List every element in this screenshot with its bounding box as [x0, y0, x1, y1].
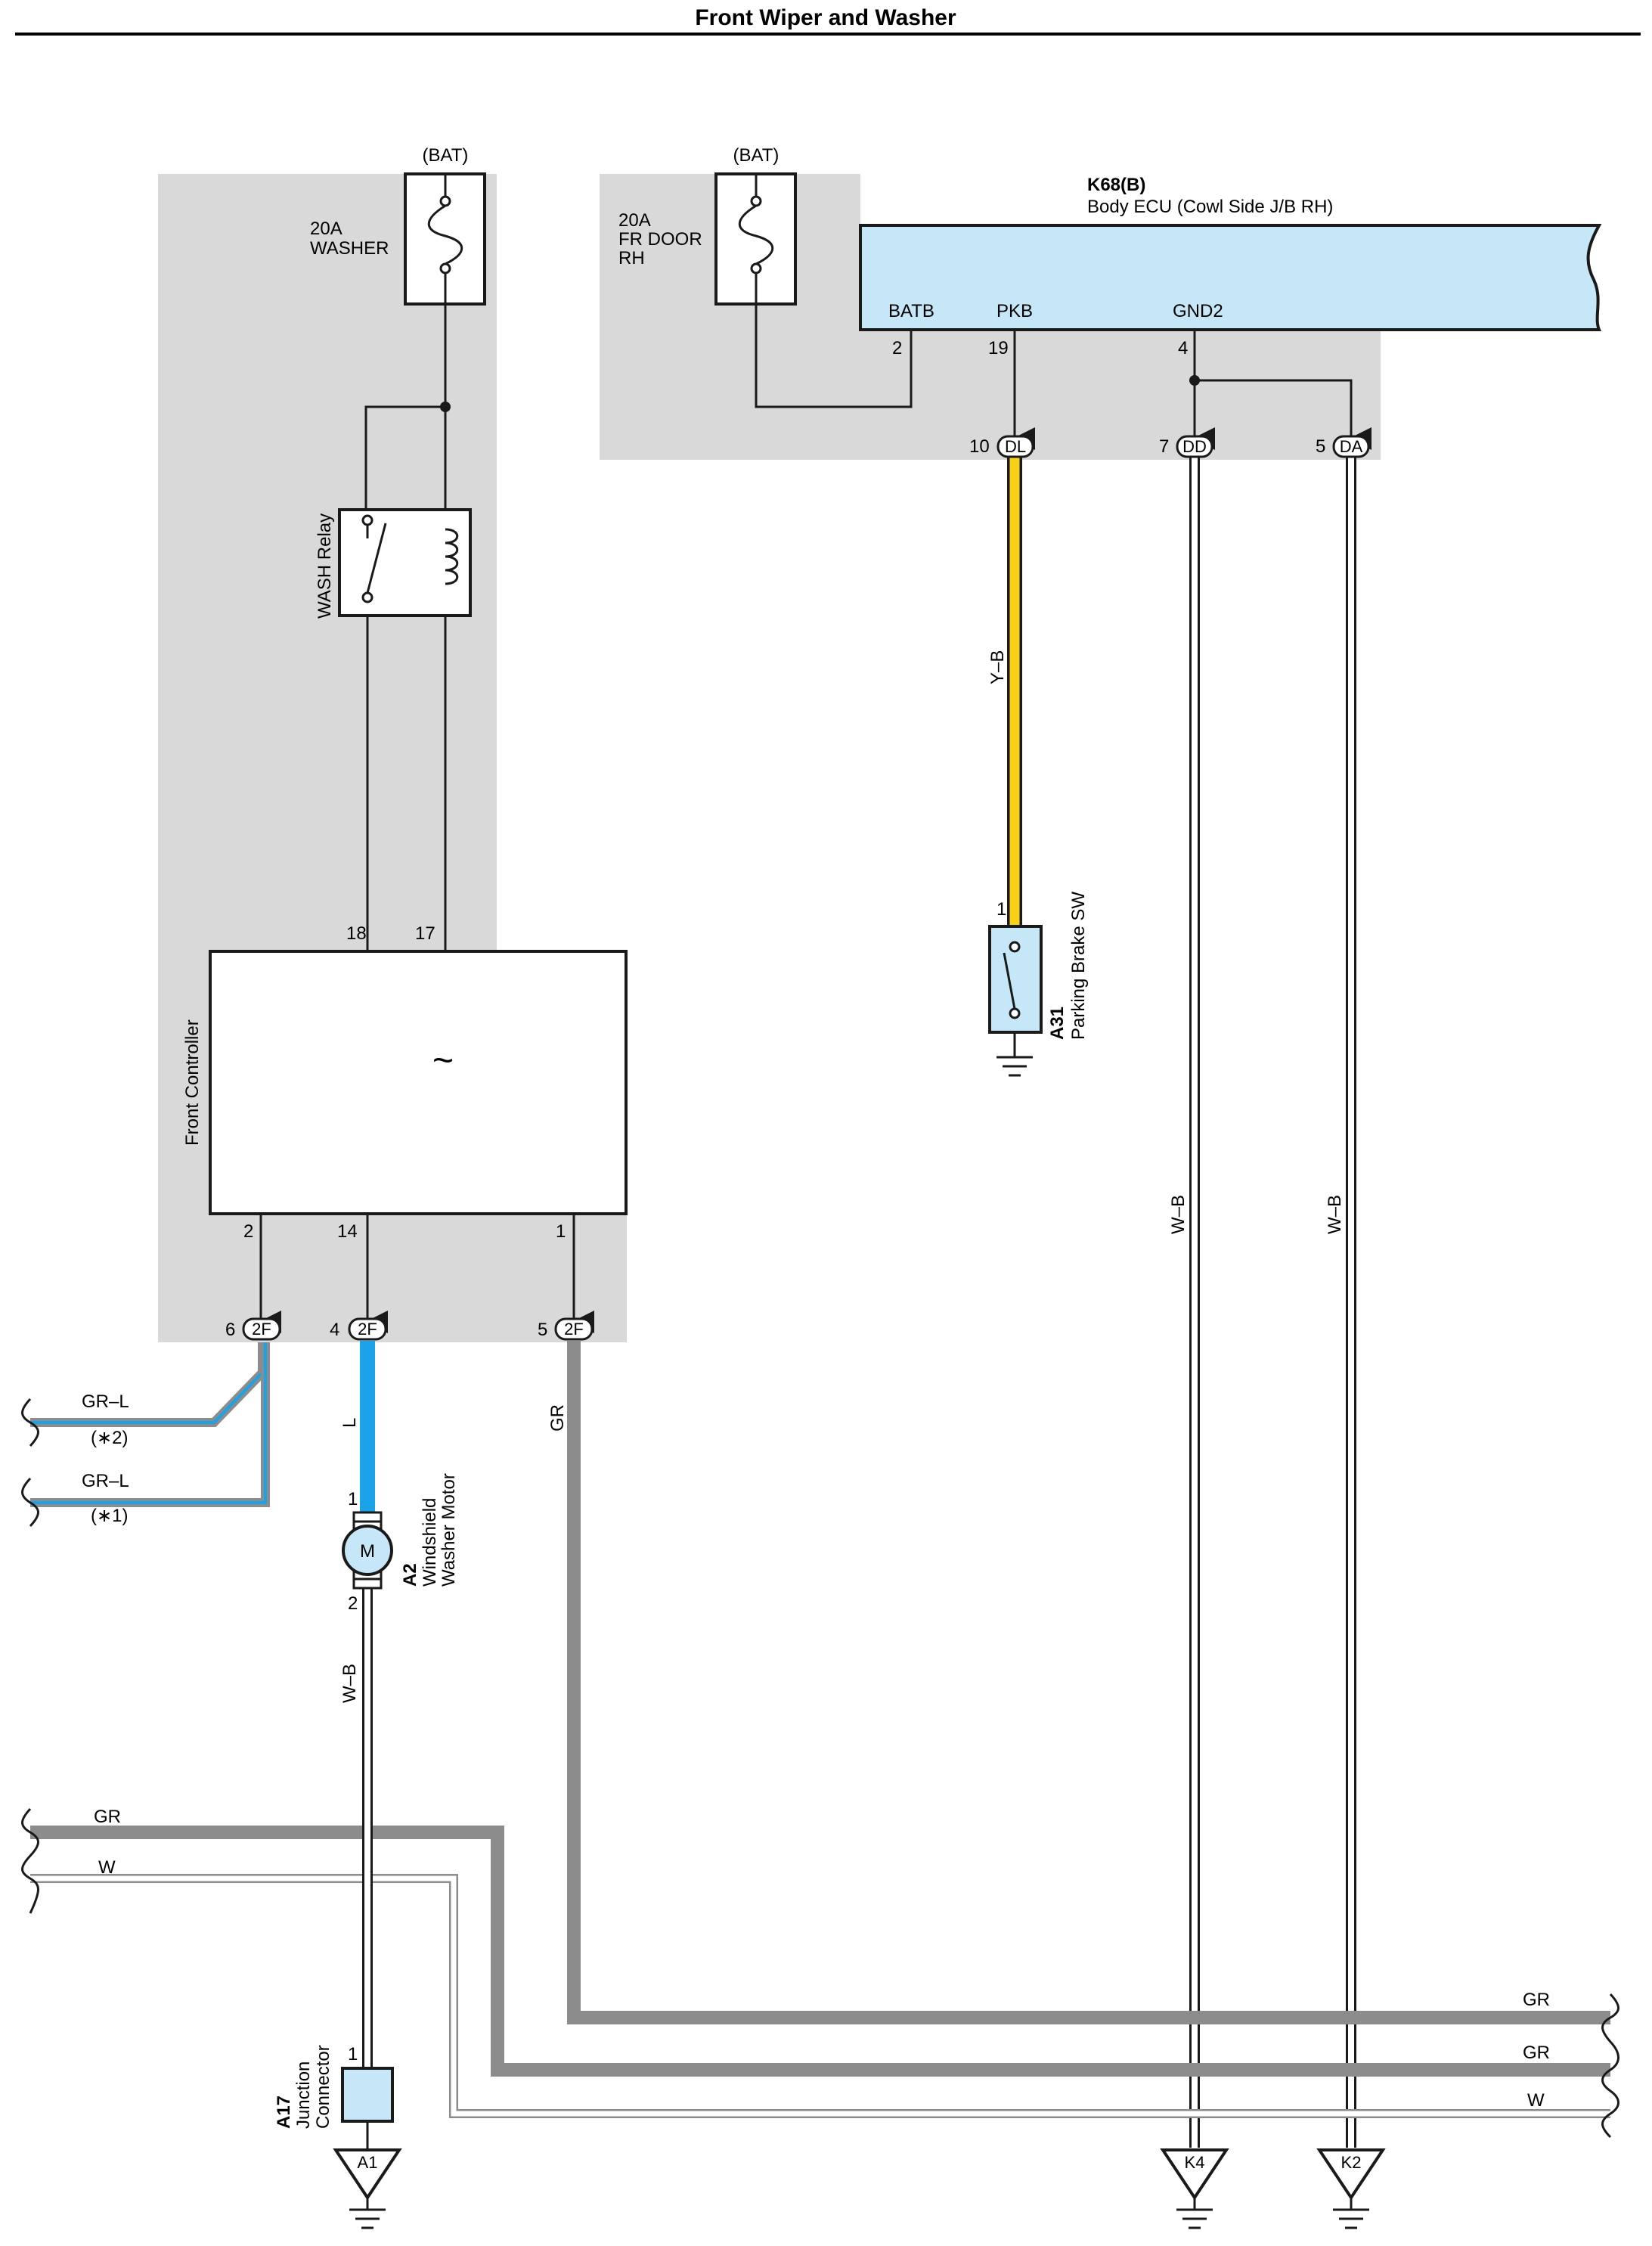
component-id: A17: [274, 2096, 294, 2129]
connector-da: DA: [1332, 435, 1370, 458]
pin-label: 14: [337, 1221, 358, 1242]
connector-pin-label: 5: [1316, 436, 1325, 457]
component-label: Washer Motor: [439, 1473, 459, 1587]
wire-color-label: W–B: [1168, 1195, 1189, 1234]
wire-grl-2: [30, 1342, 267, 1427]
pin-label: 2: [243, 1221, 253, 1242]
wire-color-label: GR: [94, 1807, 121, 1827]
pin-label: 1: [348, 2044, 358, 2065]
wire-color-label: GR–L: [82, 1471, 129, 1491]
body-ecu-id: K68(B): [1087, 175, 1145, 195]
fuse-rating-label: 20A: [310, 219, 342, 239]
fuse-name-label: RH: [618, 248, 645, 268]
connector-pin-label: 6: [225, 1320, 235, 1340]
component-id: A31: [1047, 1007, 1068, 1040]
splice-dot: [1189, 375, 1200, 386]
ground-point-a1: A1: [333, 2148, 402, 2229]
wire-grl-1: [30, 1342, 270, 1507]
connector-pin-label: 7: [1159, 436, 1169, 457]
pin-label: 1: [348, 1489, 358, 1509]
connector-2f-4: 2F: [348, 1317, 387, 1341]
wire-color-label: GR: [547, 1404, 568, 1432]
terminal-label: BATB: [888, 301, 934, 321]
washer-motor: M: [342, 1511, 393, 1590]
ground-symbol: [996, 1056, 1033, 1077]
connector-pin-label: 10: [969, 436, 990, 457]
pin-label: 2: [348, 1593, 358, 1614]
svg-text:A1: A1: [358, 2153, 378, 2172]
wire-color-label: W–B: [1325, 1195, 1345, 1234]
svg-text:M: M: [360, 1541, 375, 1562]
relay-label: WASH Relay: [315, 513, 335, 619]
svg-text:2F: 2F: [564, 1320, 584, 1339]
wire-gr-left: [30, 1826, 1610, 2077]
component-id: A2: [400, 1563, 420, 1587]
component-label: Windshield: [420, 1498, 440, 1587]
fuse-fr-door: [714, 172, 797, 306]
component-label: Connector: [313, 2045, 333, 2129]
component-label: Junction: [293, 2061, 314, 2129]
pin-label: 17: [415, 923, 435, 944]
connector-dd: DD: [1176, 435, 1213, 458]
wire-color-label: W: [98, 1857, 116, 1878]
wire-note-label: (∗1): [91, 1506, 128, 1526]
page-title: Front Wiper and Washer: [695, 5, 956, 30]
ground-point-k2: K2: [1316, 2148, 1386, 2229]
svg-text:K4: K4: [1185, 2153, 1205, 2172]
svg-text:DL: DL: [1005, 437, 1026, 456]
splice-dot: [440, 402, 451, 412]
wash-relay: [338, 508, 472, 617]
fuse-washer: [404, 172, 486, 306]
terminal-label: GND2: [1173, 301, 1223, 321]
terminal-label: PKB: [996, 301, 1033, 321]
connector-2f-5: 2F: [554, 1317, 594, 1341]
wire-color-label: W: [1527, 2090, 1545, 2111]
fuse-rating-label: 20A: [618, 210, 651, 231]
wire-gr-2f: [567, 1341, 1610, 2024]
svg-text:2F: 2F: [358, 1320, 377, 1339]
component-label: Parking Brake SW: [1068, 892, 1089, 1040]
front-controller-label: Front Controller: [182, 1019, 203, 1146]
wire-color-label: GR: [1523, 1990, 1550, 2010]
wire-note-label: (∗2): [91, 1428, 128, 1448]
pin-label: 2: [892, 338, 902, 358]
wire-color-label: Y–B: [987, 650, 1008, 684]
wire-color-label: GR: [1523, 2043, 1550, 2063]
connector-pin-label: 5: [538, 1320, 547, 1340]
pin-label: 18: [346, 923, 367, 944]
pin-label: 4: [1178, 338, 1188, 358]
body-ecu-box: [859, 224, 1602, 331]
pin-label: 19: [988, 338, 1009, 358]
connector-pin-label: 4: [330, 1320, 339, 1340]
svg-text:DA: DA: [1340, 437, 1363, 456]
fuse-source-label: (BAT): [423, 145, 469, 166]
pin-label: 1: [996, 899, 1006, 920]
wire-color-label: W–B: [339, 1664, 360, 1703]
connector-dl: DL: [996, 435, 1034, 458]
wire-color-label: GR–L: [82, 1391, 129, 1412]
junction-connector: [341, 2067, 394, 2123]
fuse-name-label: FR DOOR: [618, 229, 702, 250]
svg-text:K2: K2: [1341, 2153, 1362, 2172]
ground-point-k4: K4: [1160, 2148, 1229, 2229]
pin-label: 1: [556, 1221, 566, 1242]
wire-break-marks: [21, 1398, 1619, 2139]
body-ecu-name: Body ECU (Cowl Side J/B RH): [1087, 197, 1333, 217]
parking-brake-switch: [988, 925, 1043, 1034]
svg-text:2F: 2F: [252, 1320, 271, 1339]
connector-2f-6: 2F: [242, 1317, 281, 1341]
controller-ac-symbol: ~: [432, 1041, 454, 1081]
wire-color-label: L: [339, 1418, 360, 1428]
front-controller-box: [209, 950, 628, 1215]
fuse-name-label: WASHER: [310, 238, 389, 259]
wire-w-left: [30, 1874, 1610, 2118]
svg-text:DD: DD: [1182, 437, 1207, 456]
fuse-source-label: (BAT): [733, 145, 780, 166]
junction-block-right: [600, 174, 1381, 460]
